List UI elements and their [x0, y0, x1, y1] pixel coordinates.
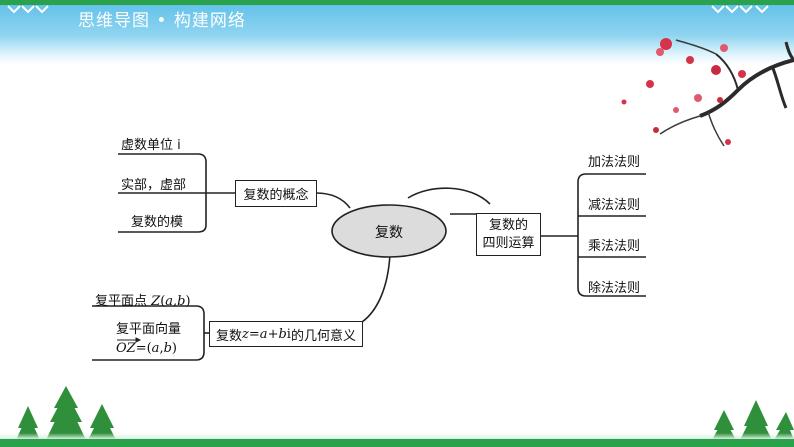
- geometry-label-eq: =: [248, 326, 260, 342]
- footer-glow: [0, 433, 794, 439]
- point-label: 复平面点: [95, 294, 152, 309]
- geometry-label-i: i: [286, 326, 291, 342]
- concept-node: 复数的概念: [235, 180, 317, 207]
- geometry-label-prefix: 复数: [216, 328, 243, 344]
- point-Z: Z: [151, 294, 161, 309]
- geometry-child-point: 复平面点 Z(a,b): [95, 290, 191, 309]
- center-node-label: 复数: [375, 225, 403, 241]
- geometry-child-vector-value: OZ=(a,b): [116, 341, 177, 356]
- header-stripe: [0, 0, 794, 5]
- operation-subtraction: 减法法则: [588, 198, 641, 213]
- concept-node-label: 复数的概念: [243, 188, 309, 203]
- vector-b: b: [163, 341, 172, 356]
- point-comma: ,: [173, 294, 178, 309]
- point-close: ): [185, 294, 191, 309]
- vector-close: ): [171, 341, 177, 356]
- concept-child-modulus: 复数的模: [131, 215, 184, 230]
- footer-band: [0, 439, 794, 447]
- geometry-label-plus: +: [267, 326, 279, 342]
- point-open: (: [160, 294, 166, 309]
- point-b: b: [177, 294, 186, 309]
- vector-comma: ,: [159, 341, 164, 356]
- connector-lines: [92, 153, 646, 361]
- vector-a: a: [151, 341, 160, 356]
- operations-node-line2: 四则运算: [482, 235, 535, 251]
- geometry-label-b: b: [278, 326, 287, 342]
- operation-division: 除法法则: [588, 281, 641, 296]
- page-title: 思维导图 • 构建网络: [78, 11, 246, 31]
- operation-addition: 加法法则: [588, 155, 641, 170]
- concept-child-real-imag-part: 实部，虚部: [121, 178, 187, 193]
- geometry-label-z: z: [242, 326, 249, 342]
- chevron-left-icon: [7, 5, 49, 14]
- geometry-label-suffix: 的几何意义: [290, 328, 356, 344]
- vector-OZ: OZ: [116, 341, 136, 356]
- geometry-child-vector-label: 复平面向量: [116, 322, 182, 337]
- operations-node: 复数的 四则运算: [476, 213, 541, 256]
- concept-child-imaginary-unit: 虚数单位 i: [121, 138, 181, 153]
- plum-blossom-icon: [621, 38, 794, 147]
- operation-multiplication: 乘法法则: [588, 239, 641, 254]
- center-node-shape: [331, 204, 447, 258]
- vector-arrow-icon: [117, 337, 142, 343]
- chevron-right-icon: [711, 5, 769, 14]
- vector-eq: =(: [135, 341, 152, 356]
- operations-node-line1: 复数的: [488, 217, 528, 233]
- point-a: a: [165, 294, 174, 309]
- geometry-label-a: a: [259, 326, 268, 342]
